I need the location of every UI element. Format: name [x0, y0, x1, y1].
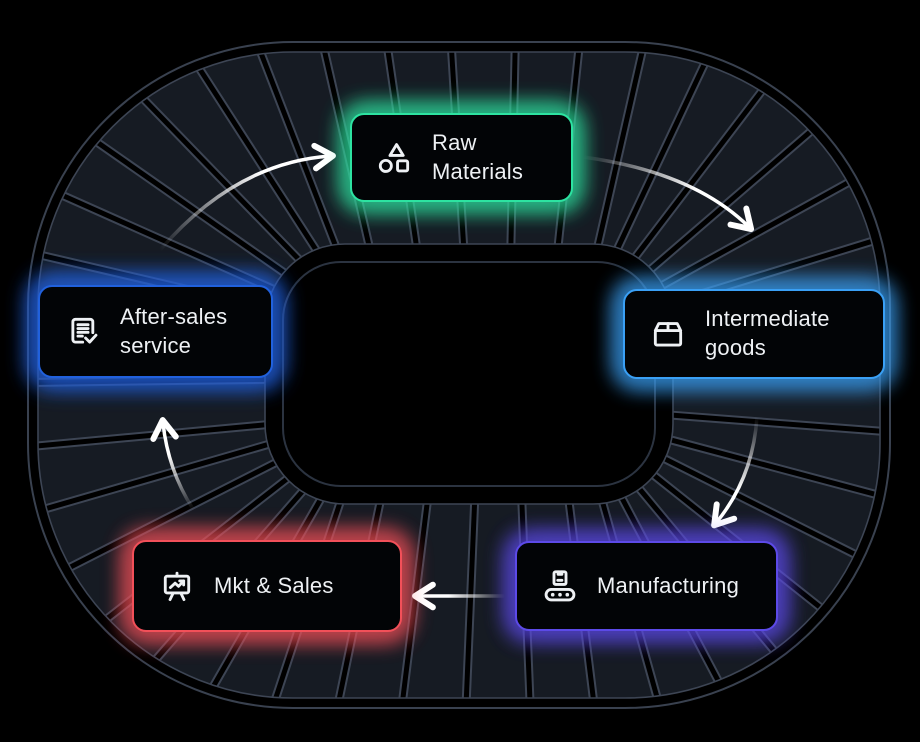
segment-gap [256, 52, 340, 252]
segment-gap [630, 85, 767, 263]
document-check-icon [64, 313, 102, 351]
stage-label: Manufacturing [597, 572, 740, 598]
stage-card-raw-materials: Raw Materials [350, 113, 573, 202]
stage-label: Mkt & Sales [214, 572, 334, 598]
glow-intermediate-goods [613, 279, 895, 389]
segment-gap [63, 457, 282, 573]
segment-gap [138, 93, 305, 266]
arrow-after-sales-to-raw-materials [158, 142, 336, 252]
arrow-mkt-sales-to-after-sales [150, 417, 195, 511]
shapes-icon [376, 139, 414, 177]
glow-mkt-sales [122, 530, 412, 642]
segment-gap [644, 126, 817, 275]
stage-card-mkt-sales: Mkt & Sales [132, 540, 402, 632]
arrow-intermediate-goods-to-manufacturing [711, 415, 759, 529]
segment-gap [656, 177, 855, 291]
glow-manufacturing [505, 531, 788, 641]
glow-after-sales-service [26, 273, 285, 390]
package-icon [649, 315, 687, 353]
flow-arrows [150, 142, 759, 611]
segment-gap [91, 137, 291, 278]
stage-card-manufacturing: Manufacturing [515, 541, 778, 631]
segment-gap [194, 63, 322, 256]
stage-label: Intermediate goods [705, 306, 830, 360]
stage-card-after-sales-service: After-sales service [38, 285, 273, 378]
segment-gap [463, 497, 478, 698]
presentation-chart-icon [158, 567, 196, 605]
segment-gap [613, 58, 709, 255]
segment-gap [658, 453, 862, 560]
arrow-raw-materials-to-intermediate-goods [581, 155, 755, 233]
segment-gap [664, 436, 880, 499]
stadium-inner-outline [282, 261, 656, 487]
segment-gap [40, 440, 275, 513]
card-glows [26, 103, 895, 642]
glow-raw-materials [340, 103, 583, 212]
conveyor-belt-icon [541, 567, 579, 605]
stage-label: After-sales service [120, 303, 228, 358]
segment-gap [594, 52, 646, 251]
stage-card-intermediate-goods: Intermediate goods [623, 289, 885, 379]
segment-gap [666, 412, 880, 435]
stage-label: Raw Materials [432, 129, 524, 184]
